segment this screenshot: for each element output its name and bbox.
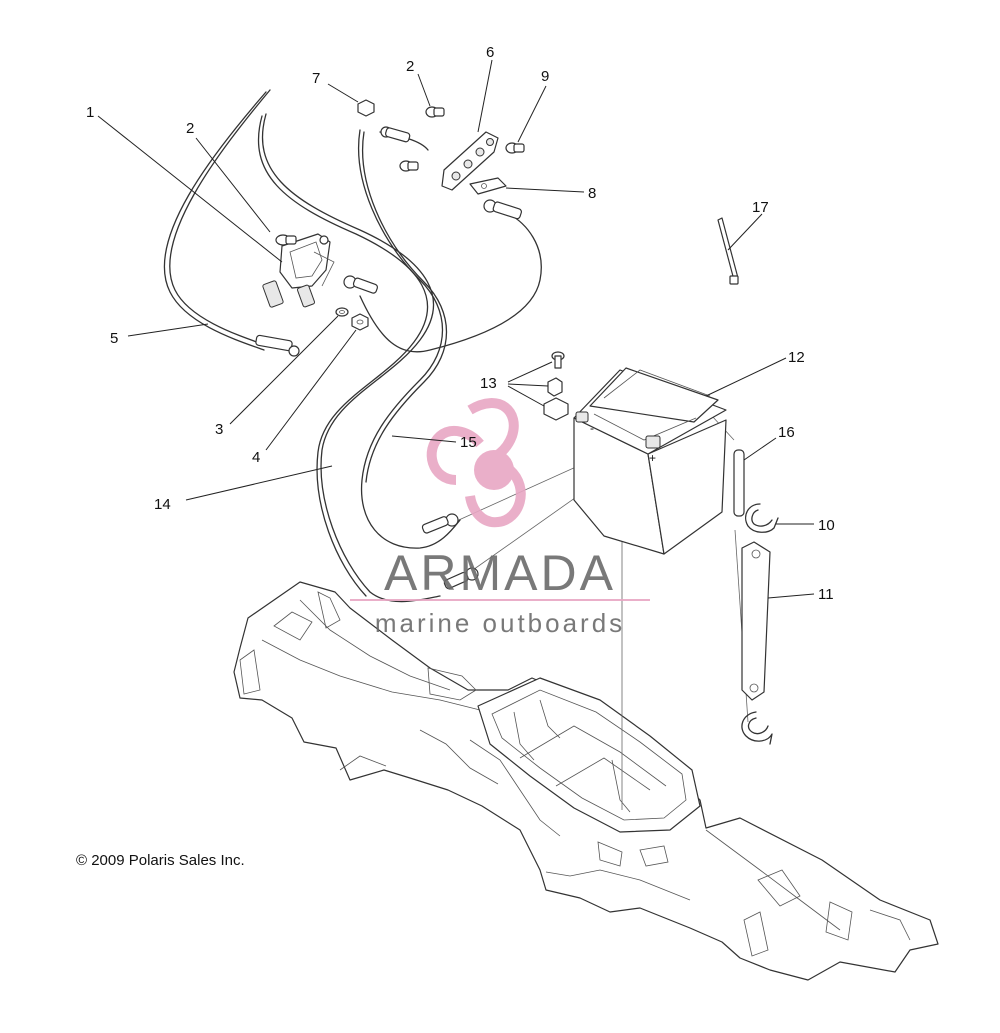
starter-solenoid xyxy=(262,233,335,308)
armada-watermark: ARMADA marine outboards xyxy=(350,398,650,638)
washer-3 xyxy=(335,307,349,317)
battery-12: - + xyxy=(573,367,727,555)
battery-positive-symbol: + xyxy=(649,451,656,465)
svg-text:10: 10 xyxy=(818,517,835,534)
bracket-8 xyxy=(469,177,507,195)
bolt-2-top xyxy=(425,106,445,118)
svg-text:16: 16 xyxy=(778,424,795,441)
callout-3: 3 xyxy=(215,315,339,438)
callout-2-top: 2 xyxy=(406,58,431,107)
svg-text:1: 1 xyxy=(86,104,94,121)
callout-8: 8 xyxy=(505,185,596,202)
watermark-title: ARMADA xyxy=(384,545,616,601)
callout-11: 11 xyxy=(767,586,834,603)
clip-lower xyxy=(741,711,773,745)
chassis-floor-pan xyxy=(233,581,939,981)
callout-16: 16 xyxy=(743,424,795,461)
svg-text:9: 9 xyxy=(541,68,549,85)
svg-text:3: 3 xyxy=(215,421,223,438)
battery-negative-symbol: - xyxy=(590,421,594,435)
callout-17: 17 xyxy=(727,199,769,251)
hold-down-strap-11 xyxy=(741,541,771,701)
svg-text:8: 8 xyxy=(588,185,596,202)
clip-10 xyxy=(745,503,779,533)
terminal-hardware-13 xyxy=(543,351,569,421)
svg-text:17: 17 xyxy=(752,199,769,216)
callout-2-left: 2 xyxy=(186,120,271,233)
callout-13: 13 xyxy=(480,361,553,407)
svg-text:15: 15 xyxy=(460,434,477,451)
battery-cables xyxy=(163,89,542,603)
callouts: 1 2 3 4 5 14 7 2 xyxy=(86,44,835,603)
bumper-16 xyxy=(733,449,745,517)
svg-text:7: 7 xyxy=(312,70,320,87)
svg-text:2: 2 xyxy=(186,120,194,137)
callout-5: 5 xyxy=(110,323,209,347)
callout-9: 9 xyxy=(517,68,549,143)
callout-1: 1 xyxy=(86,104,283,263)
svg-text:4: 4 xyxy=(252,449,260,466)
watermark-subtitle: marine outboards xyxy=(375,608,625,638)
callout-4: 4 xyxy=(252,329,357,466)
cable-tie-17 xyxy=(717,217,739,285)
callout-12: 12 xyxy=(705,349,805,397)
nut-4 xyxy=(351,313,369,331)
svg-text:2: 2 xyxy=(406,58,414,75)
propeller-logo-icon xyxy=(426,398,526,528)
svg-text:11: 11 xyxy=(818,586,834,603)
callout-10: 10 xyxy=(776,517,835,534)
bolt-9 xyxy=(505,142,525,154)
bolt-2-left xyxy=(275,234,297,246)
svg-text:5: 5 xyxy=(110,330,118,347)
svg-text:6: 6 xyxy=(486,44,494,61)
callout-15: 15 xyxy=(391,434,477,451)
callout-14: 14 xyxy=(154,465,333,513)
terminal-block-6 xyxy=(441,131,499,191)
copyright-notice: © 2009 Polaris Sales Inc. xyxy=(76,852,245,869)
nut-7 xyxy=(357,99,375,117)
svg-text:12: 12 xyxy=(788,349,805,366)
svg-text:14: 14 xyxy=(154,496,171,513)
bolt-lower xyxy=(399,160,419,172)
svg-text:13: 13 xyxy=(480,375,497,392)
callout-7: 7 xyxy=(312,70,359,103)
callout-6: 6 xyxy=(477,44,494,133)
